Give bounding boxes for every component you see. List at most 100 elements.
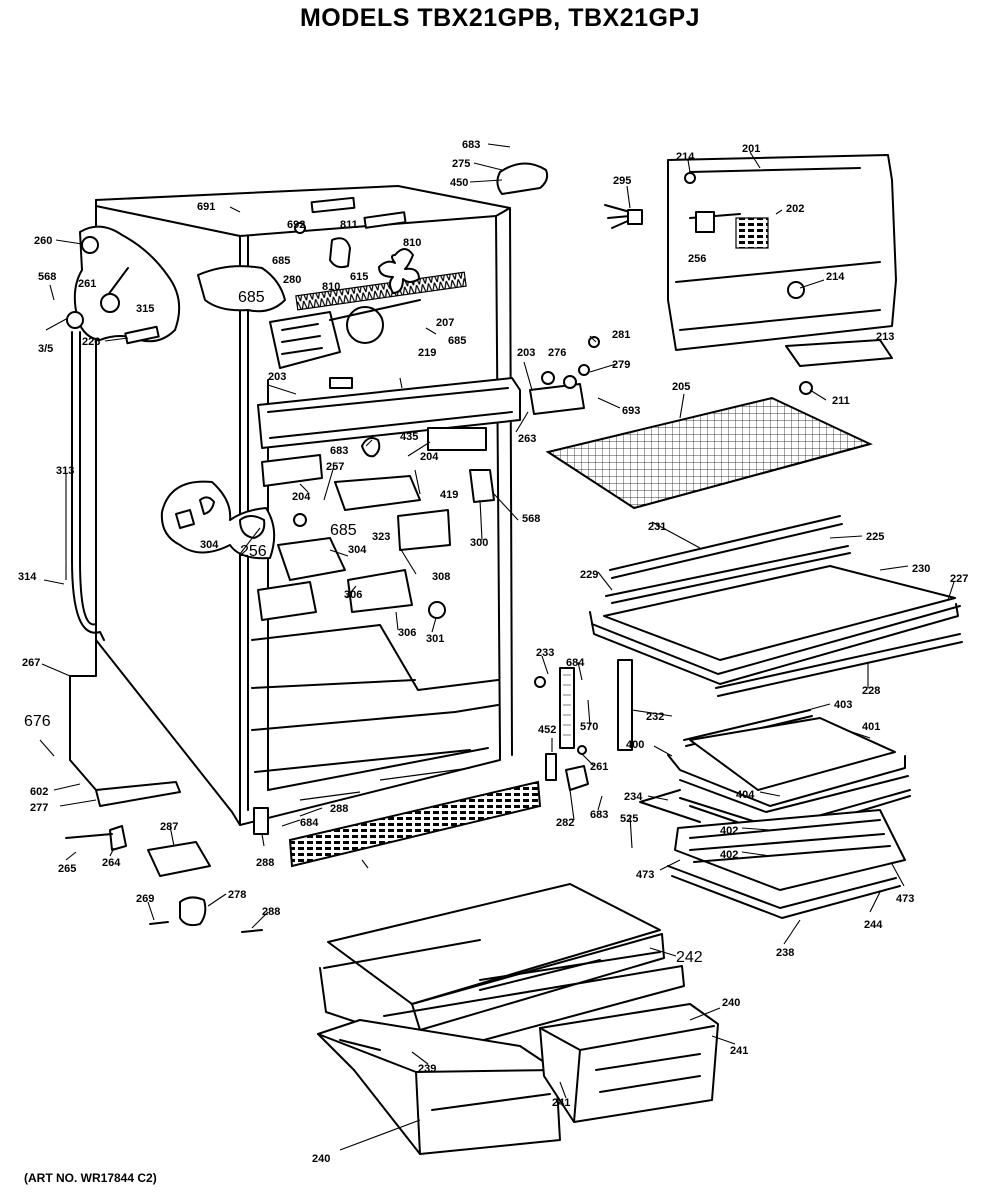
callout-267: 267 <box>22 657 40 669</box>
callout-280: 280 <box>283 274 301 286</box>
callout-323: 323 <box>372 531 390 543</box>
diagram-title: MODELS TBX21GPB, TBX21GPJ <box>299 4 701 32</box>
callout-261b: 261 <box>590 761 608 773</box>
callout-202: 202 <box>786 203 804 215</box>
callout-473: 473 <box>636 869 654 881</box>
callout-693: 693 <box>622 405 640 417</box>
callout-277: 277 <box>30 802 48 814</box>
callout-275: 275 <box>452 158 470 170</box>
callout-315: 315 <box>136 303 154 315</box>
callout-232: 232 <box>646 711 664 723</box>
callout-683b: 683 <box>330 445 348 457</box>
toe-grille <box>65 780 542 933</box>
callout-281: 281 <box>612 329 630 341</box>
callout-306: 306 <box>344 589 362 601</box>
callout-419: 419 <box>440 489 458 501</box>
wire-shelf <box>545 396 873 510</box>
callout-229: 229 <box>580 569 598 581</box>
callout-207: 207 <box>436 317 454 329</box>
callout-692: 692 <box>287 219 305 231</box>
callout-204: 204 <box>420 451 439 463</box>
callout-570: 570 <box>580 721 598 733</box>
callout-288: 288 <box>330 803 348 815</box>
callout-685c: 685 <box>448 335 466 347</box>
callout-225: 225 <box>866 531 884 543</box>
callout-257: 257 <box>326 461 344 473</box>
callout-691: 691 <box>197 201 215 213</box>
defrost-parts-blob <box>66 225 286 641</box>
callout-685b: 685 <box>238 289 265 306</box>
callout-452: 452 <box>538 724 556 736</box>
leader-lines <box>39 143 955 1151</box>
evaporator-fan-assembly <box>269 196 467 369</box>
callout-308: 308 <box>432 571 450 583</box>
callout-201: 201 <box>742 143 760 155</box>
callout-314: 314 <box>18 571 37 583</box>
crisper-drawers <box>317 883 719 1155</box>
callout-227: 227 <box>950 573 968 585</box>
callout-684: 684 <box>566 657 585 669</box>
callout-239: 239 <box>418 1063 436 1075</box>
callout-240b: 240 <box>312 1153 330 1165</box>
callout-288c: 288 <box>262 906 280 918</box>
freezer-divider <box>257 377 521 449</box>
callout-282: 282 <box>556 817 574 829</box>
callout-256: 256 <box>688 253 706 265</box>
callout-473b: 473 <box>896 893 914 905</box>
callout-287: 287 <box>160 821 178 833</box>
callout-602: 602 <box>30 786 48 798</box>
control-panel <box>604 154 897 395</box>
callout-234: 234 <box>624 791 643 803</box>
callout-525: 525 <box>620 813 638 825</box>
glass-shelf-assembly <box>589 515 963 697</box>
callout-244: 244 <box>864 919 883 931</box>
callout-278: 278 <box>228 889 246 901</box>
callout-306b: 306 <box>398 627 416 639</box>
callout-811: 811 <box>340 219 358 231</box>
callout-313: 313 <box>56 465 74 477</box>
callout-261: 261 <box>78 278 96 290</box>
callout-684b: 684 <box>300 817 319 829</box>
callout-219: 219 <box>418 347 436 359</box>
callout-683c: 683 <box>590 809 608 821</box>
callout-404: 404 <box>736 789 755 801</box>
callout-203: 203 <box>268 371 286 383</box>
callout-450: 450 <box>450 177 468 189</box>
upper-hinge-parts <box>496 162 600 415</box>
callout-810: 810 <box>403 237 421 249</box>
callout-276: 276 <box>548 347 566 359</box>
callout-203b: 203 <box>517 347 535 359</box>
callout-401: 401 <box>862 721 880 733</box>
callout-3-5: 3/5 <box>38 343 53 355</box>
callout-403: 403 <box>834 699 852 711</box>
callout-435: 435 <box>400 431 418 443</box>
callout-213: 213 <box>876 331 894 343</box>
callout-402b: 402 <box>720 849 738 861</box>
callout-228: 228 <box>862 685 880 697</box>
callout-226: 226 <box>82 336 100 348</box>
shelf-support-parts <box>534 659 633 791</box>
crisper-cover-shelf <box>639 709 911 919</box>
callout-205: 205 <box>672 381 690 393</box>
callout-241: 241 <box>730 1045 748 1057</box>
callout-304b: 304 <box>348 544 367 556</box>
callout-685: 685 <box>272 255 290 267</box>
callout-300: 300 <box>470 537 488 549</box>
cabinet-liner <box>69 185 513 826</box>
callout-810b: 810 <box>322 281 340 293</box>
control-housing-parts <box>160 427 495 621</box>
callout-230: 230 <box>912 563 930 575</box>
callout-304: 304 <box>200 539 219 551</box>
callout-233: 233 <box>536 647 554 659</box>
callout-265: 265 <box>58 863 76 875</box>
callout-231: 231 <box>648 521 666 533</box>
callout-683: 683 <box>462 139 480 151</box>
callout-214: 214 <box>676 151 695 163</box>
callout-295: 295 <box>613 175 631 187</box>
callout-264: 264 <box>102 857 121 869</box>
callout-241b: 241 <box>552 1097 570 1109</box>
callout-400: 400 <box>626 739 644 751</box>
callout-288b: 288 <box>256 857 274 869</box>
callout-242: 242 <box>676 949 703 966</box>
